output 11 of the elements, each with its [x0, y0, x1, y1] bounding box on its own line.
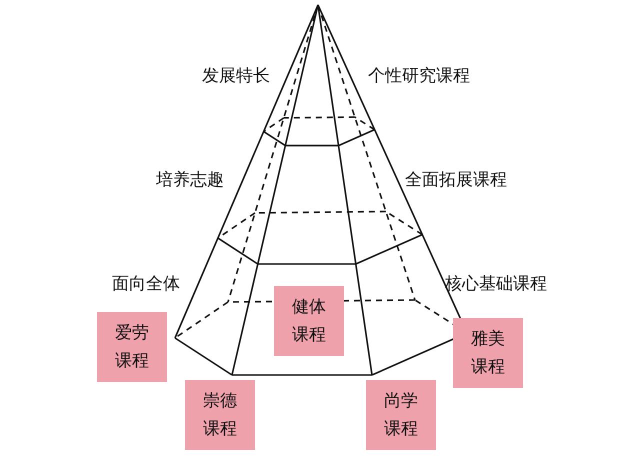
- level-label: 培养志趣: [156, 169, 224, 191]
- course-box: 健体课程: [274, 286, 344, 356]
- course-layer-label: 个性研究课程: [368, 65, 470, 87]
- course-box: 尚学课程: [366, 380, 436, 450]
- course-box: 雅美课程: [453, 318, 523, 388]
- course-box: 爱劳课程: [97, 312, 167, 382]
- level-label: 面向全体: [112, 273, 180, 295]
- course-layer-label: 全面拓展课程: [405, 169, 507, 191]
- course-layer-label: 核心基础课程: [445, 273, 547, 295]
- course-box: 崇德课程: [185, 380, 255, 450]
- level-label: 发展特长: [202, 65, 270, 87]
